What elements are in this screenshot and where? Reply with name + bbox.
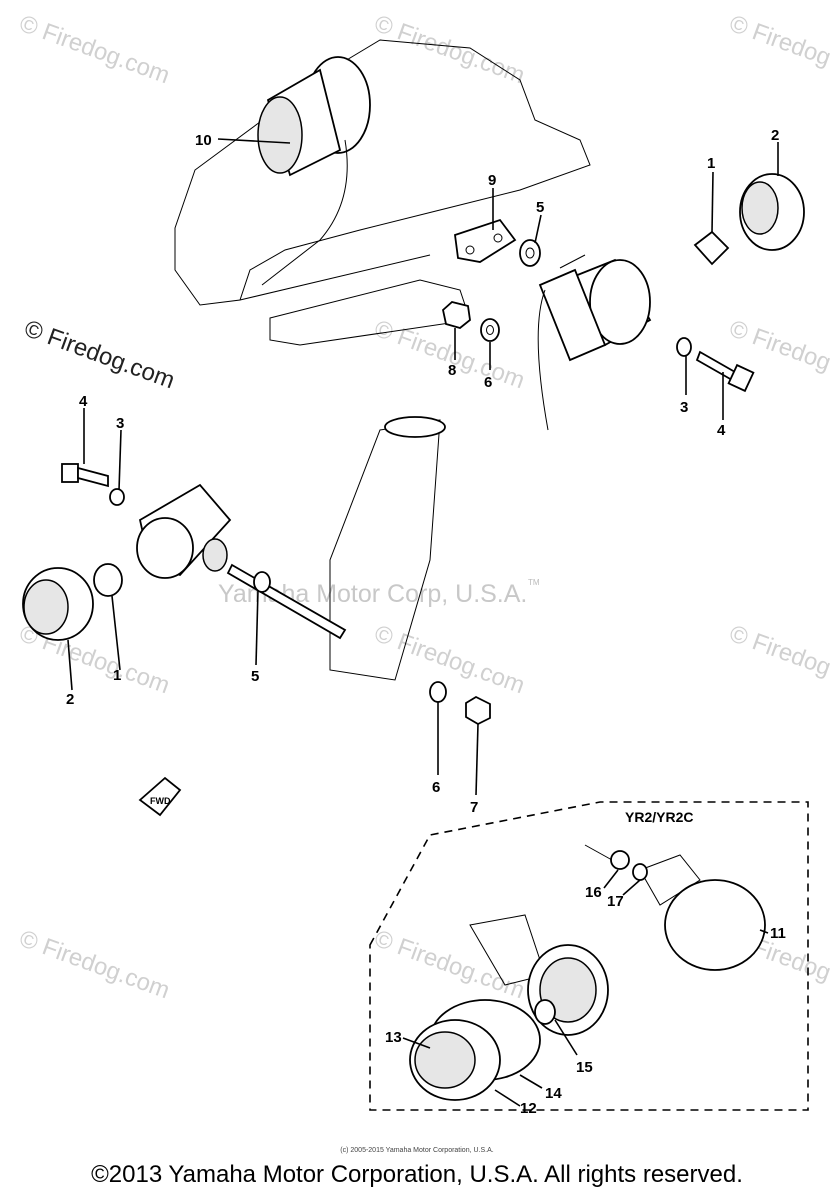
callout-1: 1: [113, 667, 121, 684]
callout-7: 7: [470, 799, 478, 816]
washer-part-6-front: [429, 681, 447, 703]
bolt-part-4-upper: [695, 350, 755, 393]
nut-part-7: [465, 695, 491, 726]
callout-10: 10: [195, 132, 212, 149]
turn-signal-yr2-front: [409, 914, 609, 1101]
callout-1: 1: [707, 155, 715, 172]
fwd-arrow-icon: FWD: [138, 776, 182, 817]
callout-17: 17: [607, 893, 624, 910]
bulb-part-1-front: [93, 563, 123, 597]
washer-part-3-front: [109, 488, 125, 506]
bulb-part-1-upper: [693, 230, 730, 266]
washer-part-6-upper: [480, 318, 500, 342]
bolt-part-4-front: [61, 463, 109, 488]
callout-4: 4: [79, 393, 88, 410]
rear-fender-outline: [174, 39, 591, 346]
callout-15: 15: [576, 1059, 593, 1076]
callout-13: 13: [385, 1029, 402, 1046]
small-copyright: (c) 2005-2015 Yamaha Motor Corporation, …: [340, 1147, 494, 1154]
callout-5: 5: [536, 199, 544, 216]
callout-11: 11: [770, 925, 786, 942]
callout-16: 16: [585, 884, 602, 901]
washer-part-5-upper: [519, 239, 541, 267]
tm-mark: TM: [528, 578, 540, 587]
nut-part-8: [442, 301, 471, 329]
tail-light-assembly: [257, 56, 371, 286]
turn-signal-left-body: [136, 483, 232, 579]
callout-9: 9: [488, 172, 496, 189]
callout-2: 2: [771, 127, 779, 144]
turn-signal-yr2-rear: [584, 844, 766, 971]
callout-8: 8: [448, 362, 456, 379]
lens-part-2-upper: [739, 173, 805, 251]
turn-signal-right-body: [537, 254, 652, 431]
callout-5: 5: [251, 668, 259, 685]
callout-6: 6: [432, 779, 440, 796]
stud-part-5-front: [226, 563, 347, 640]
callout-6: 6: [484, 374, 492, 391]
callout-3: 3: [116, 415, 124, 432]
leader-lines: [67, 138, 779, 1107]
callout-3: 3: [680, 399, 688, 416]
callout-14: 14: [545, 1085, 562, 1102]
callout-12: 12: [520, 1100, 537, 1117]
callout-2: 2: [66, 691, 74, 708]
callout-4: 4: [717, 422, 726, 439]
callout-numbers: 1 1 2 2 3 3 4 4 5 5 6 6 7 8 9 10 11 12 1…: [66, 127, 786, 1117]
bracket-part-9: [454, 218, 517, 263]
fwd-label: FWD: [150, 796, 171, 806]
footer-copyright: ©2013 Yamaha Motor Corporation, U.S.A. A…: [91, 1161, 743, 1188]
model-box: YR2/YR2C: [369, 801, 809, 1111]
model-label: YR2/YR2C: [625, 809, 693, 825]
lens-part-2-front: [22, 567, 94, 641]
washer-part-3-upper: [676, 337, 692, 357]
fork-tube: [329, 416, 446, 681]
